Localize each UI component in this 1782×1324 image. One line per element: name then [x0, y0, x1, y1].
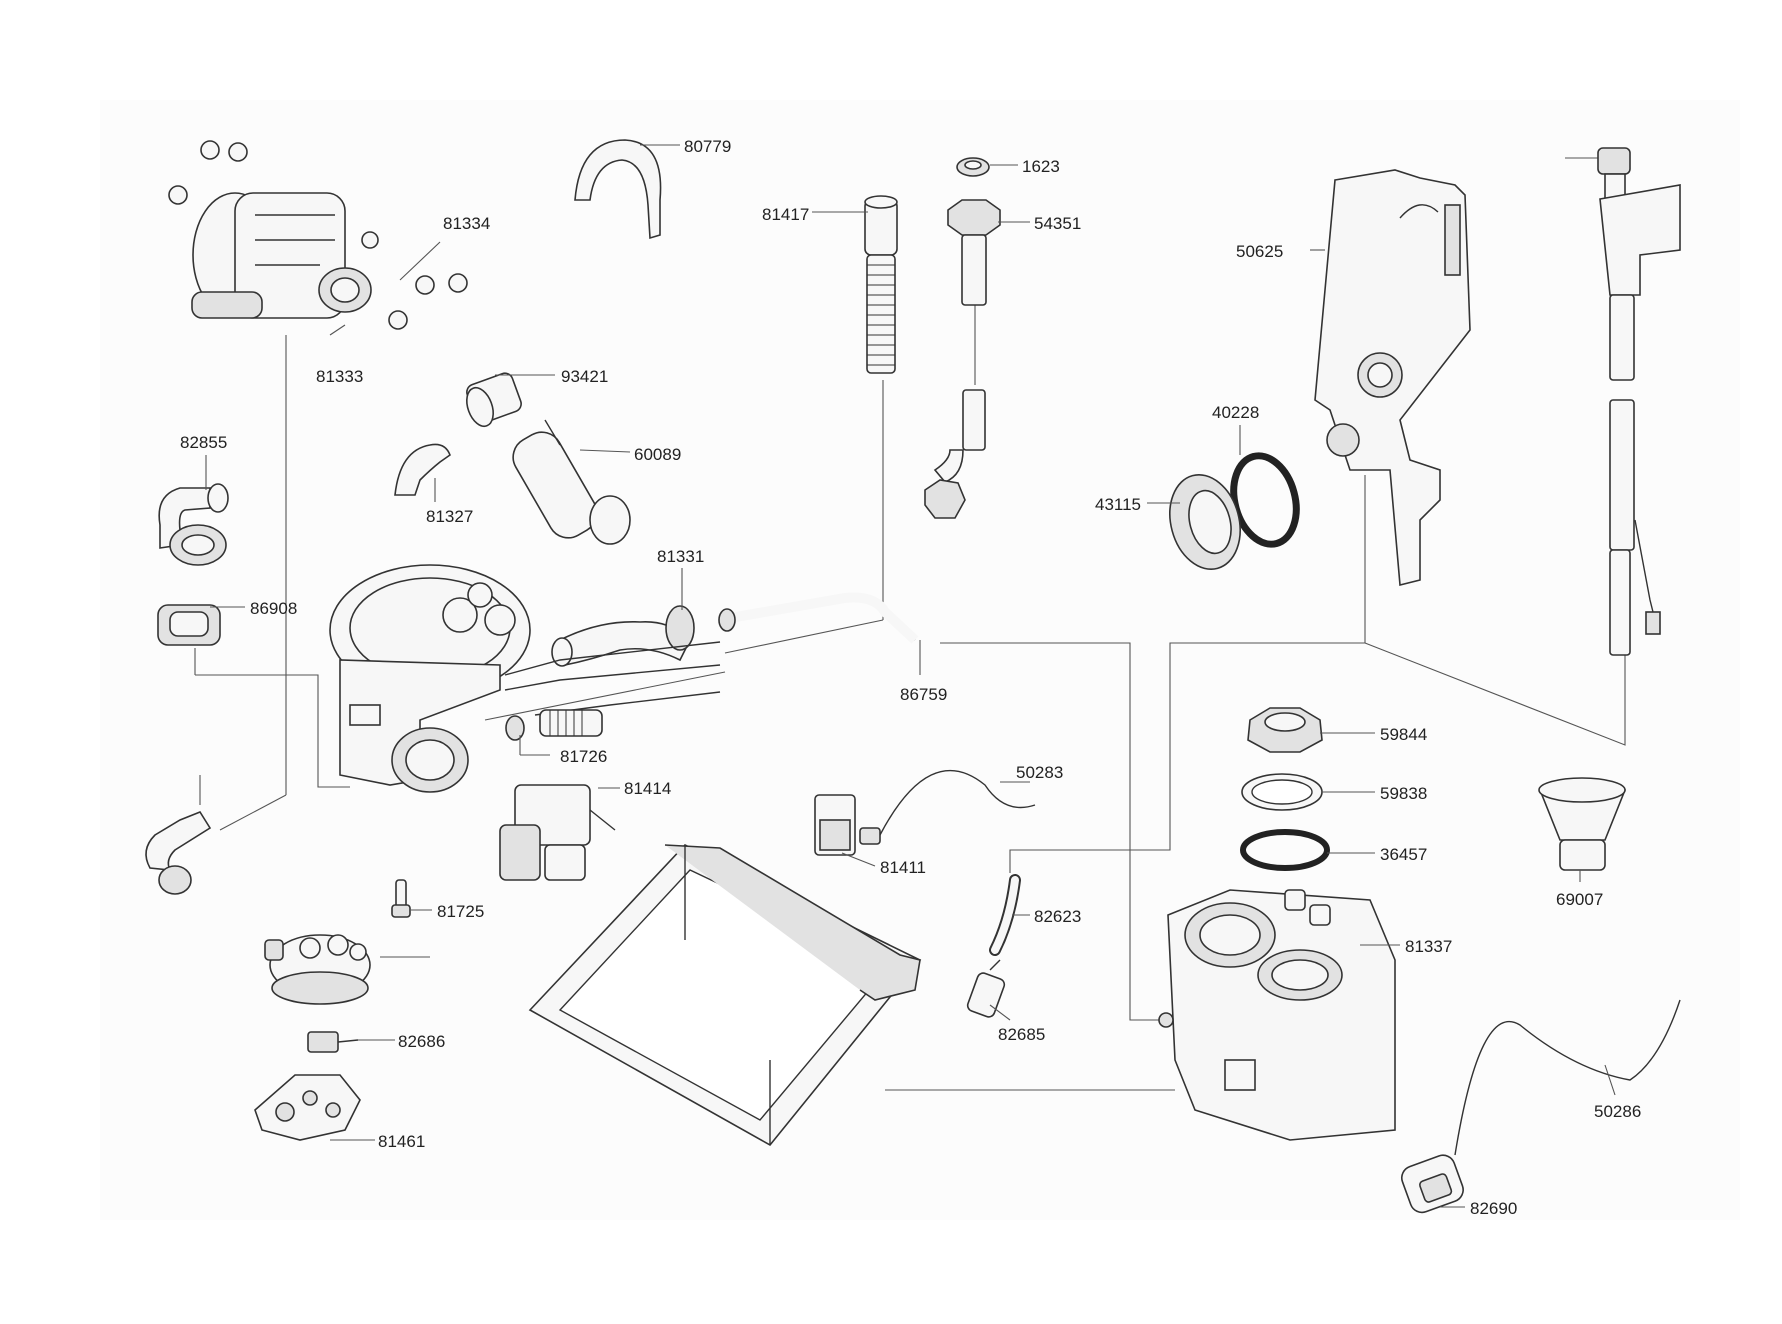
label-81411: 81411: [880, 858, 926, 877]
pin-81725: [391, 879, 411, 918]
coupling-93421: [466, 372, 522, 428]
label-82686: 82686: [398, 1032, 445, 1051]
clip-80779: [574, 139, 662, 240]
wire-50283: [859, 769, 1036, 845]
label-81726: 81726: [560, 747, 607, 766]
label-81331: 81331: [657, 547, 704, 566]
fitting-54351: [924, 199, 1001, 519]
wire-50286: [1454, 999, 1681, 1156]
label-69007: 69007: [1556, 890, 1603, 909]
label-82855: 82855: [180, 433, 227, 452]
connector-82690: [1401, 1154, 1464, 1214]
label-59844: 59844: [1380, 725, 1427, 744]
label-60089: 60089: [634, 445, 681, 464]
sensor-82685: [966, 959, 1006, 1018]
label-36457: 36457: [1380, 845, 1427, 864]
hose-86759: [718, 592, 919, 644]
label-81725: 81725: [437, 902, 484, 921]
label-50283: 50283: [1016, 763, 1063, 782]
connector-81411: [814, 794, 856, 856]
pump-motor-81333: [168, 140, 468, 330]
cover-50625: [1314, 169, 1471, 587]
part-labels: 80779 1623 81417 54351 81334 81333 93421…: [180, 137, 1641, 1218]
label-86908: 86908: [250, 599, 297, 618]
valve-81414: [499, 784, 616, 881]
lower-pump: [145, 811, 371, 1005]
bracket-81327: [394, 443, 451, 496]
funnel-69007: [1538, 777, 1627, 871]
cap-59844: [1247, 707, 1323, 753]
label-80779: 80779: [684, 137, 731, 156]
connector-81726: [505, 709, 603, 741]
plug-82686: [307, 1031, 359, 1053]
tank-81337: [1158, 889, 1396, 1141]
label-81334: 81334: [443, 214, 490, 233]
label-82690: 82690: [1470, 1199, 1517, 1218]
seal-1623: [956, 157, 990, 177]
heater-tube-60089: [512, 419, 631, 545]
elbow-hose-82855: [158, 483, 229, 566]
label-1623: 1623: [1022, 157, 1060, 176]
label-81461: 81461: [378, 1132, 425, 1151]
label-50286: 50286: [1594, 1102, 1641, 1121]
seal-36457: [1240, 829, 1330, 871]
ring-59838: [1241, 773, 1323, 811]
ring-43115: [1169, 474, 1241, 570]
base-frame: [528, 844, 922, 1147]
label-81414: 81414: [624, 779, 671, 798]
label-82685: 82685: [998, 1025, 1045, 1044]
label-43115: 43115: [1095, 495, 1141, 514]
seal-86908: [157, 604, 221, 646]
label-54351: 54351: [1034, 214, 1081, 233]
hose-81417: [864, 195, 898, 374]
label-81337: 81337: [1405, 937, 1452, 956]
label-82623: 82623: [1034, 907, 1081, 926]
sump-housing: [329, 564, 531, 793]
small-hose-82623: [989, 874, 1021, 956]
label-81327: 81327: [426, 507, 473, 526]
vertical-hose-right: [1597, 147, 1681, 656]
label-81417: 81417: [762, 205, 809, 224]
label-40228: 40228: [1212, 403, 1259, 422]
label-86759: 86759: [900, 685, 947, 704]
pad-81461: [254, 1074, 361, 1141]
connector-lines: [194, 157, 1626, 1091]
label-50625: 50625: [1236, 242, 1283, 261]
label-81333: 81333: [316, 367, 363, 386]
label-93421: 93421: [561, 367, 608, 386]
callout-leaders: [205, 144, 1616, 1208]
label-59838: 59838: [1380, 784, 1427, 803]
